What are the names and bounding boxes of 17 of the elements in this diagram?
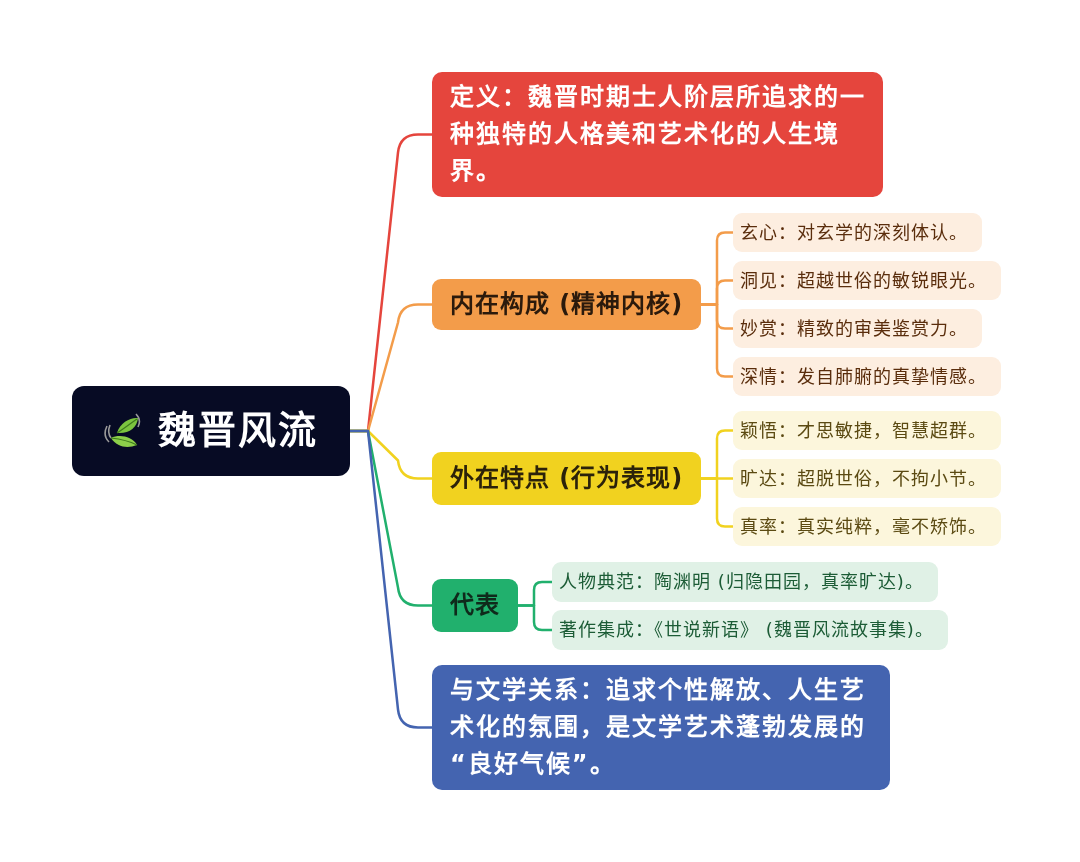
topic-box: 代表	[432, 579, 518, 632]
subtopic-box: 颖悟：才思敏捷，智慧超群。	[733, 411, 1001, 450]
subtopic-box: 真率：真实纯粹，毫不矫饰。	[733, 507, 1001, 546]
topic-box: 定义：魏晋时期士人阶层所追求的一种独特的人格美和艺术化的人生境界。	[432, 72, 883, 197]
subtopic-box: 洞见：超越世俗的敏锐眼光。	[733, 261, 1001, 300]
subtopic-box: 深情：发自肺腑的真挚情感。	[733, 357, 1001, 396]
subtopic-box: 玄心：对玄学的深刻体认。	[733, 213, 982, 252]
topic-box: 外在特点 (行为表现)	[432, 452, 702, 505]
topic-text: 魏晋风流	[158, 408, 318, 454]
topic-box: 与文学关系：追求个性解放、人生艺术化的氛围，是文学艺术蓬勃发展的“良好气候”。	[432, 665, 890, 790]
subtopic-box: 人物典范：陶渊明 (归隐田园，真率旷达)。	[552, 562, 938, 602]
central-topic-box	[72, 386, 350, 476]
subtopic-box: 著作集成：《世说新语》 (魏晋风流故事集)。	[552, 610, 948, 650]
branch-line	[350, 429, 432, 729]
topic-box: 内在构成 (精神内核)	[432, 279, 702, 330]
subtopic-box: 妙赏：精致的审美鉴赏力。	[733, 309, 982, 348]
subtopic-box: 旷达：超脱世俗，不拘小节。	[733, 459, 1001, 498]
